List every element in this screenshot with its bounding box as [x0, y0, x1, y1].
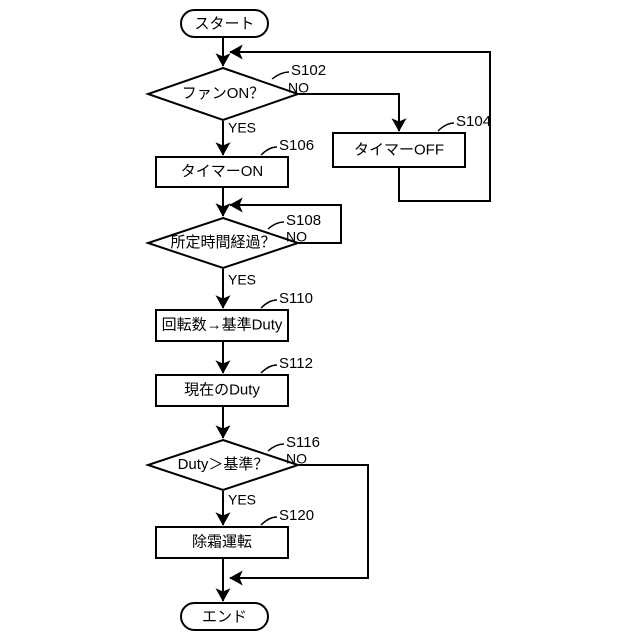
s106-label: タイマーON	[181, 163, 264, 180]
s112-process-shape	[155, 374, 289, 407]
node-start: スタート	[180, 9, 269, 38]
node-s102: ファンON？ S102 NO YES	[144, 62, 326, 136]
s108-step-leader	[267, 221, 285, 230]
start-label: スタート	[194, 15, 254, 32]
s102-yes-label: YES	[228, 120, 256, 136]
s112-step-number: S112	[279, 355, 313, 372]
node-s112: 現在のDuty S112	[155, 355, 313, 407]
s112-step-leader	[260, 364, 278, 374]
s116-step-leader	[267, 443, 285, 452]
s104-process-shape	[332, 132, 466, 168]
s106-step-leader	[260, 146, 278, 156]
node-s108: 所定時間経過？ S108 NO YES	[144, 212, 321, 288]
s120-process-shape	[155, 526, 289, 559]
s120-step-leader	[260, 516, 278, 526]
node-s110: 回転数→基準Duty S110	[155, 290, 313, 342]
s116-yes-label: YES	[228, 492, 256, 508]
s104-step-number: S104	[456, 113, 491, 130]
node-s120: 除霜運転 S120	[155, 507, 314, 559]
s120-step-number: S120	[279, 507, 314, 524]
s106-process-shape	[155, 156, 289, 188]
s108-no-label: NO	[286, 229, 307, 245]
node-end: エンド	[180, 602, 269, 631]
s102-no-label: NO	[288, 80, 309, 96]
s102-label: ファンON？	[182, 85, 265, 102]
s104-label: タイマーOFF	[354, 141, 444, 158]
s110-process-shape	[155, 309, 289, 342]
edge-s116-no-to-end	[229, 464, 369, 586]
end-terminator-shape	[180, 602, 269, 631]
start-terminator-shape	[180, 9, 269, 38]
s110-step-leader	[260, 299, 278, 309]
s110-step-number: S110	[279, 290, 313, 307]
s110-label: 回転数→基準Duty	[162, 316, 283, 333]
edge-s108-no-loop	[229, 197, 342, 244]
node-s104: タイマーOFF S104	[332, 113, 491, 168]
s104-step-leader	[437, 122, 455, 132]
s112-label: 現在のDuty	[184, 381, 260, 398]
s120-label: 除霜運転	[192, 533, 252, 550]
s102-step-number: S102	[291, 62, 326, 79]
s108-decision-shape	[144, 216, 302, 270]
s108-step-number: S108	[286, 212, 321, 229]
s102-decision-shape	[144, 66, 302, 122]
s116-label: Duty＞基準？	[178, 456, 269, 473]
s108-label: 所定時間経過？	[170, 234, 275, 251]
s116-no-label: NO	[286, 451, 307, 467]
end-label: エンド	[202, 608, 247, 625]
edge-s102-no-to-s104	[299, 93, 407, 132]
s102-step-leader	[271, 71, 290, 80]
s116-decision-shape	[144, 438, 302, 492]
node-s116: Duty＞基準？ S116 NO YES	[144, 434, 320, 508]
s108-yes-label: YES	[228, 272, 256, 288]
edge-s104-return-to-trunk	[229, 44, 491, 202]
s106-step-number: S106	[279, 137, 314, 154]
node-s106: タイマーON S106	[155, 137, 314, 188]
s116-step-number: S116	[286, 434, 320, 451]
